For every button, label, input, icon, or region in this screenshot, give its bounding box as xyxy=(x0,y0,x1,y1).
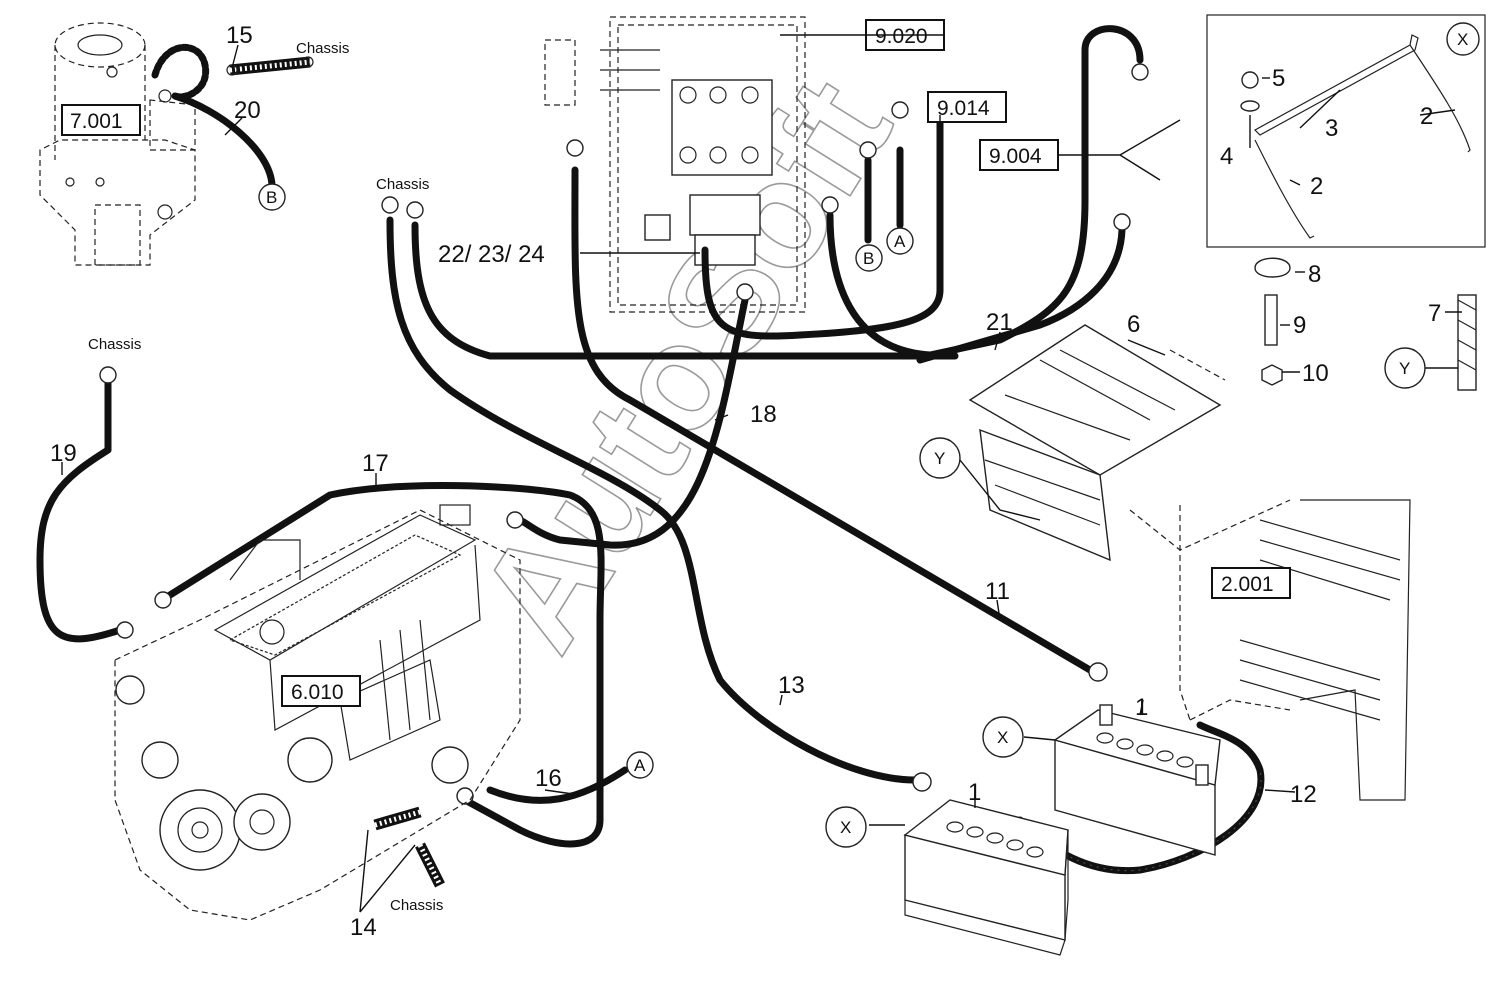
callout-17[interactable]: 17 xyxy=(362,450,389,477)
callout-11[interactable]: 11 xyxy=(985,578,1010,605)
cable-16 xyxy=(486,766,629,804)
ref-box-2001-frame xyxy=(1211,567,1291,599)
callout-2-lower[interactable]: 2 xyxy=(1310,173,1323,200)
callout-16[interactable]: 16 xyxy=(535,765,562,792)
callout-14[interactable]: 14 xyxy=(350,914,377,941)
cable-chassis-right xyxy=(411,221,959,360)
callout-1-rear[interactable]: 1 xyxy=(1135,694,1148,721)
ref-box-9004[interactable]: 9.004 xyxy=(989,145,1042,168)
detail-x-panel xyxy=(1206,14,1486,248)
chassis-label-left: Chassis xyxy=(88,336,141,353)
ref-box-9014[interactable]: 9.014 xyxy=(937,97,990,120)
callout-8[interactable]: 8 xyxy=(1308,261,1321,288)
battery-rear xyxy=(1053,704,1221,856)
chassis-label-mid-left: Chassis xyxy=(376,176,429,193)
callout-20[interactable]: 20 xyxy=(234,97,261,124)
cable-lugs xyxy=(99,63,1149,805)
cable-chassis-left xyxy=(386,216,919,784)
callout-5[interactable]: 5 xyxy=(1272,65,1285,92)
ref-box-7001[interactable]: 7.001 xyxy=(70,110,123,133)
callout-12[interactable]: 12 xyxy=(1290,781,1317,808)
ref-box-9004-frame xyxy=(979,139,1059,171)
battery-front xyxy=(903,799,1069,956)
ref-box-6010-frame xyxy=(281,675,361,707)
ground-strap-14 xyxy=(373,806,445,888)
chassis-label-bottom: Chassis xyxy=(390,897,443,914)
cable-21 xyxy=(916,226,1126,364)
starter-relay-component xyxy=(39,22,196,266)
callout-9[interactable]: 9 xyxy=(1293,312,1306,339)
cable-11 xyxy=(571,166,1094,674)
marker-b-mid[interactable]: B xyxy=(863,249,874,268)
callout-1-front[interactable]: 1 xyxy=(968,779,981,806)
marker-b-top[interactable]: B xyxy=(266,188,277,207)
step-bracket xyxy=(1129,499,1411,801)
ref-box-6010[interactable]: 6.010 xyxy=(291,681,344,704)
callout-21[interactable]: 21 xyxy=(986,309,1013,336)
cable-20 xyxy=(171,92,276,189)
marker-x-front-battery[interactable]: X xyxy=(840,818,851,837)
ref-box-2001[interactable]: 2.001 xyxy=(1221,573,1274,596)
ref-box-7001-frame xyxy=(61,104,141,136)
ground-strap-15 xyxy=(226,56,314,76)
callout-19[interactable]: 19 xyxy=(50,440,77,467)
cable-18 xyxy=(516,296,749,549)
marker-a-bottom[interactable]: A xyxy=(634,756,646,775)
marker-x-detail[interactable]: X xyxy=(1457,30,1468,49)
marker-y-panel[interactable]: Y xyxy=(934,449,945,468)
relay-panel xyxy=(544,16,806,313)
engine-block xyxy=(114,504,521,921)
detail-y-parts xyxy=(1254,257,1477,391)
callout-10[interactable]: 10 xyxy=(1302,360,1329,387)
callout-22-23-24[interactable]: 22/ 23/ 24 xyxy=(438,241,545,268)
callout-13[interactable]: 13 xyxy=(778,672,805,699)
ref-box-9020[interactable]: 9.020 xyxy=(875,25,928,48)
small-hose xyxy=(151,44,210,101)
callout-18[interactable]: 18 xyxy=(750,401,777,428)
marker-x-rear-battery[interactable]: X xyxy=(997,728,1008,747)
callout-6[interactable]: 6 xyxy=(1127,311,1140,338)
chassis-label-top-left: Chassis xyxy=(296,40,349,57)
callout-2-right[interactable]: 2 xyxy=(1420,103,1433,130)
cable-17 xyxy=(166,482,605,848)
cable-19 xyxy=(36,376,124,643)
cable-9004 xyxy=(826,25,1144,359)
callout-15[interactable]: 15 xyxy=(226,22,253,49)
marker-a-top[interactable]: A xyxy=(894,232,906,251)
callout-3[interactable]: 3 xyxy=(1325,115,1338,142)
cable-9014 xyxy=(701,111,944,340)
battery-box-cover xyxy=(968,324,1226,562)
marker-y-detail[interactable]: Y xyxy=(1399,359,1410,378)
ref-box-9014-frame xyxy=(927,91,1007,123)
callout-7[interactable]: 7 xyxy=(1428,300,1441,327)
callout-4[interactable]: 4 xyxy=(1220,143,1233,170)
